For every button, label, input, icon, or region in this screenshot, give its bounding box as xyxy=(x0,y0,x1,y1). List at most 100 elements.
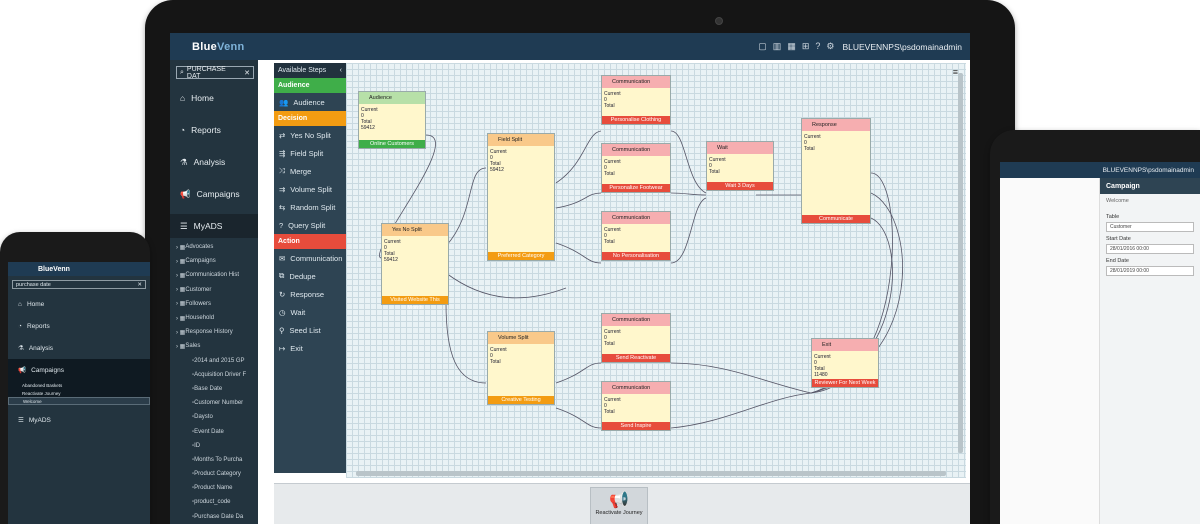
step-wait[interactable]: ◷Wait xyxy=(279,307,306,317)
tree-item[interactable]: ▫ Purchase Date Da xyxy=(192,513,244,520)
clear-icon[interactable]: ✕ xyxy=(244,69,250,77)
settings-icon[interactable]: ⚙ xyxy=(826,41,835,51)
menu-icon[interactable]: ≡ xyxy=(952,67,958,77)
tree-item[interactable]: › ▦ Advocates xyxy=(176,244,214,251)
layout-split-icon[interactable]: ▥ xyxy=(772,41,782,51)
small-nav-home[interactable]: ⌂Home xyxy=(18,300,45,308)
table-select[interactable]: Customer xyxy=(1106,222,1194,232)
tree-item[interactable]: ▫ Acquisition Driver F xyxy=(192,371,247,378)
user-menu[interactable]: BLUEVENNPS\psdomainadmin xyxy=(842,41,962,52)
step-query-split[interactable]: ?Query Split xyxy=(279,220,326,230)
volume-split-icon: ⇉ xyxy=(279,184,286,194)
step-communication[interactable]: ✉Communication xyxy=(279,253,343,263)
tree-item[interactable]: ▫ product_code xyxy=(192,499,231,506)
node-footer: Visited Website This Month xyxy=(382,296,448,311)
node-title: Field Split xyxy=(488,134,554,146)
communication-icon: ✉ xyxy=(279,253,286,263)
vertical-scrollbar[interactable] xyxy=(958,73,963,453)
step-exit[interactable]: ↦Exit xyxy=(279,343,303,353)
dedupe-icon: ⧉ xyxy=(279,271,285,280)
campaigns-icon: 📢 xyxy=(18,367,27,374)
nav-reports[interactable]: ◔Reports xyxy=(180,125,221,135)
small-nav-analysis[interactable]: ⚗Analysis xyxy=(18,344,54,353)
sub-abandoned[interactable]: Abandoned Baskets xyxy=(8,381,150,389)
home-icon: ⌂ xyxy=(18,300,22,308)
nav-myads[interactable]: ☰MyADS xyxy=(170,214,258,238)
tree-item[interactable]: ▫ ID xyxy=(192,442,201,449)
step-merge[interactable]: ⤨Merge xyxy=(279,166,312,176)
help-icon[interactable]: ? xyxy=(815,41,821,51)
sub-welcome[interactable]: Welcome xyxy=(8,397,150,405)
small-nav-reports[interactable]: ◔Reports xyxy=(18,322,50,330)
analysis-icon: ⚗ xyxy=(18,345,24,352)
tree-item[interactable]: › ▦ Household xyxy=(176,315,215,322)
tree-item[interactable]: › ▦ Sales xyxy=(176,343,201,350)
node-title: Communication xyxy=(602,144,670,156)
node-footer: Personalise Clothing xyxy=(602,116,670,124)
small-search-input[interactable]: purchase date✕ xyxy=(12,280,146,289)
step-yes-no-split[interactable]: ⇄Yes No Split xyxy=(279,130,331,140)
steps-title: Available Steps xyxy=(278,67,327,74)
start-date-field[interactable]: 28/01/2016 00:00 xyxy=(1106,244,1194,254)
workflow-canvas[interactable]: ≡ xyxy=(346,63,966,478)
end-date-field[interactable]: 28/01/2019 00:00 xyxy=(1106,266,1194,276)
journey-tile[interactable]: 📢 Reactivate Journey xyxy=(590,487,648,524)
search-input[interactable]: ⌕ PURCHASE DAT ✕ xyxy=(176,66,254,80)
nav-campaigns[interactable]: 📢Campaigns xyxy=(180,188,240,200)
tree-item[interactable]: ▫ Event Date xyxy=(192,428,224,435)
tree-item[interactable]: ▫ 2014 and 2015 GP xyxy=(192,357,245,364)
available-steps-panel: Available Steps‹ Audience 👥Audience Deci… xyxy=(274,63,346,473)
tree-item[interactable]: ▫ Daysto xyxy=(192,414,213,421)
reports-icon: ◔ xyxy=(18,322,22,330)
step-seed-list[interactable]: ⚲Seed List xyxy=(279,325,321,335)
small-nav-myads[interactable]: ☰MyADS xyxy=(18,416,51,425)
step-response[interactable]: ↻Response xyxy=(279,289,325,299)
clear-icon[interactable]: ✕ xyxy=(137,281,142,288)
step-random-split[interactable]: ⇆Random Split xyxy=(279,202,336,212)
sub-reactivate[interactable]: Reactivate Journey xyxy=(8,389,150,397)
node-footer: No Personalisation xyxy=(602,252,670,260)
tree-item[interactable]: ▫ Customer Number xyxy=(192,400,244,407)
step-audience[interactable]: 👥Audience xyxy=(279,97,325,107)
horizontal-scrollbar[interactable] xyxy=(356,471,946,476)
step-dedupe[interactable]: ⧉Dedupe xyxy=(279,271,316,281)
tree-item[interactable]: › ▦ Followers xyxy=(176,300,212,308)
tree-item[interactable]: › ▦ Response History xyxy=(176,329,233,336)
database-icon: ☰ xyxy=(180,220,188,231)
exit-icon: ↦ xyxy=(279,343,286,353)
tree-item[interactable]: ▫ Months To Purcha xyxy=(192,456,243,463)
table-label: Table xyxy=(1106,214,1120,220)
tree-item[interactable]: › ▦ Communication Hist xyxy=(176,272,240,279)
tree-item[interactable]: ▫ Product Name xyxy=(192,485,233,492)
tablet-user[interactable]: BLUEVENNPS\psdomainadmin xyxy=(1102,166,1194,174)
nav-home[interactable]: ⌂Home xyxy=(180,93,214,103)
tree-item[interactable]: ▫ Base Date xyxy=(192,385,223,392)
grid-icon[interactable]: ⊞ xyxy=(801,41,810,51)
nav-analysis[interactable]: ⚗Analysis xyxy=(180,156,226,168)
end-date-label: End Date xyxy=(1106,258,1129,264)
step-field-split[interactable]: ⇶Field Split xyxy=(279,148,324,158)
tree-item[interactable]: › ▦ Campaigns xyxy=(176,258,216,265)
tree-item[interactable]: › ▦ Customer xyxy=(176,286,212,294)
tree-item[interactable]: ▫ Product Category xyxy=(192,471,241,478)
layout-grid-icon[interactable]: ▦ xyxy=(787,41,796,51)
step-volume-split[interactable]: ⇉Volume Split xyxy=(279,184,332,194)
collapse-icon[interactable]: ‹ xyxy=(339,67,342,74)
layout-icon[interactable]: ▢ xyxy=(758,41,767,51)
small-nav-campaigns[interactable]: 📢Campaigns xyxy=(8,359,150,381)
start-date-label: Start Date xyxy=(1106,236,1131,242)
